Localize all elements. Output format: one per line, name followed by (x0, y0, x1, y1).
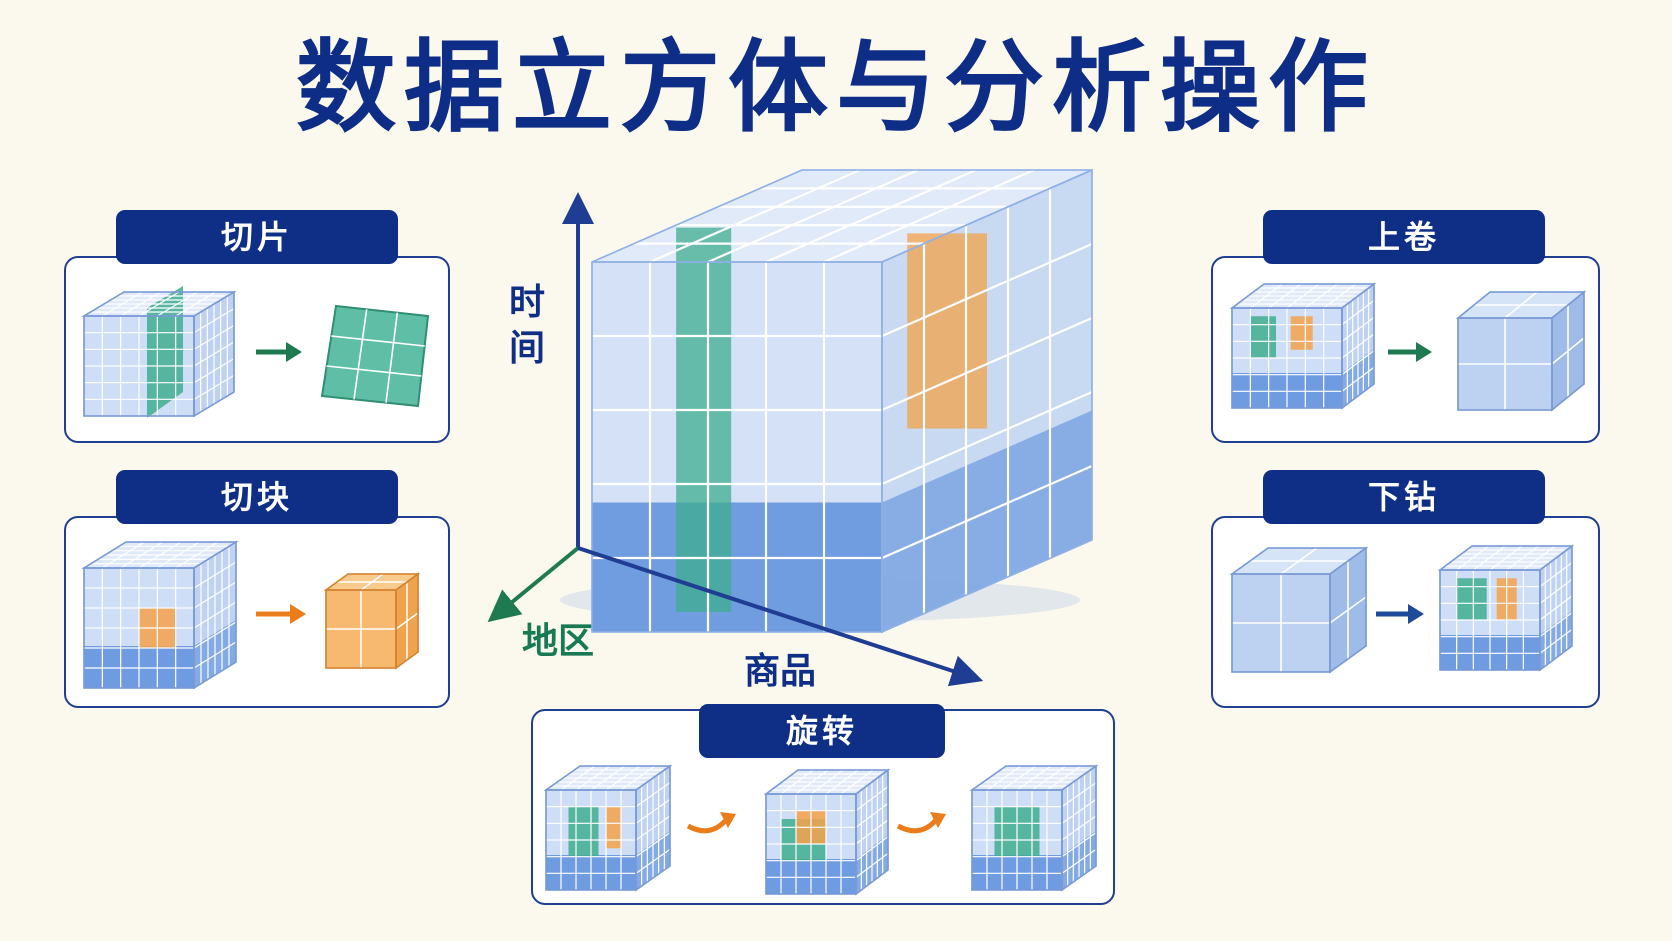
pivot-arrow-1 (686, 812, 736, 834)
slice-source-cube (81, 286, 237, 418)
main-cube-body (591, 168, 1093, 634)
product-axis-label: 商品 (744, 651, 817, 692)
product-axis (577, 546, 984, 687)
slice-arrow (256, 342, 302, 362)
dice-source-cube (81, 540, 239, 690)
time-axis-label: 时间 (508, 282, 545, 369)
dice-arrow (256, 604, 306, 624)
rollup-result-cube (1455, 290, 1587, 412)
rollup-source-cube (1229, 282, 1377, 410)
drilldown-result-cube (1437, 544, 1575, 672)
pivot-label: 旋转 (699, 704, 945, 758)
slice-result (320, 304, 430, 408)
drilldown-label: 下钻 (1263, 470, 1545, 524)
rollup-arrow (1388, 342, 1432, 362)
orange-highlight (907, 233, 987, 429)
pivot-arrow-2 (896, 812, 946, 834)
region-axis (487, 546, 580, 623)
drilldown-source-cube (1229, 546, 1369, 674)
main-data-cube (560, 168, 1093, 634)
drill-green (1456, 578, 1487, 620)
pivot-cube-1 (543, 764, 673, 892)
page-title: 数据立方体与分析操作 (296, 29, 1376, 146)
drilldown-arrow (1376, 604, 1424, 624)
slice-highlight (147, 286, 183, 418)
pivot1-green (568, 806, 599, 857)
green-slice-highlight (676, 227, 732, 612)
rollup-orange (1290, 316, 1313, 350)
pivot-cube-2 (763, 768, 891, 896)
pivot1-orange (606, 806, 621, 849)
rollup-label: 上卷 (1263, 210, 1545, 264)
cube-axes (487, 192, 984, 687)
dice-result-cube (323, 572, 421, 670)
dice-label: 切块 (116, 470, 398, 524)
rollup-green (1250, 316, 1276, 358)
pivot-cube-3 (969, 764, 1099, 892)
operation-cubes (81, 282, 1587, 896)
region-axis-label: 地区 (522, 621, 595, 662)
slice-label: 切片 (116, 210, 398, 264)
